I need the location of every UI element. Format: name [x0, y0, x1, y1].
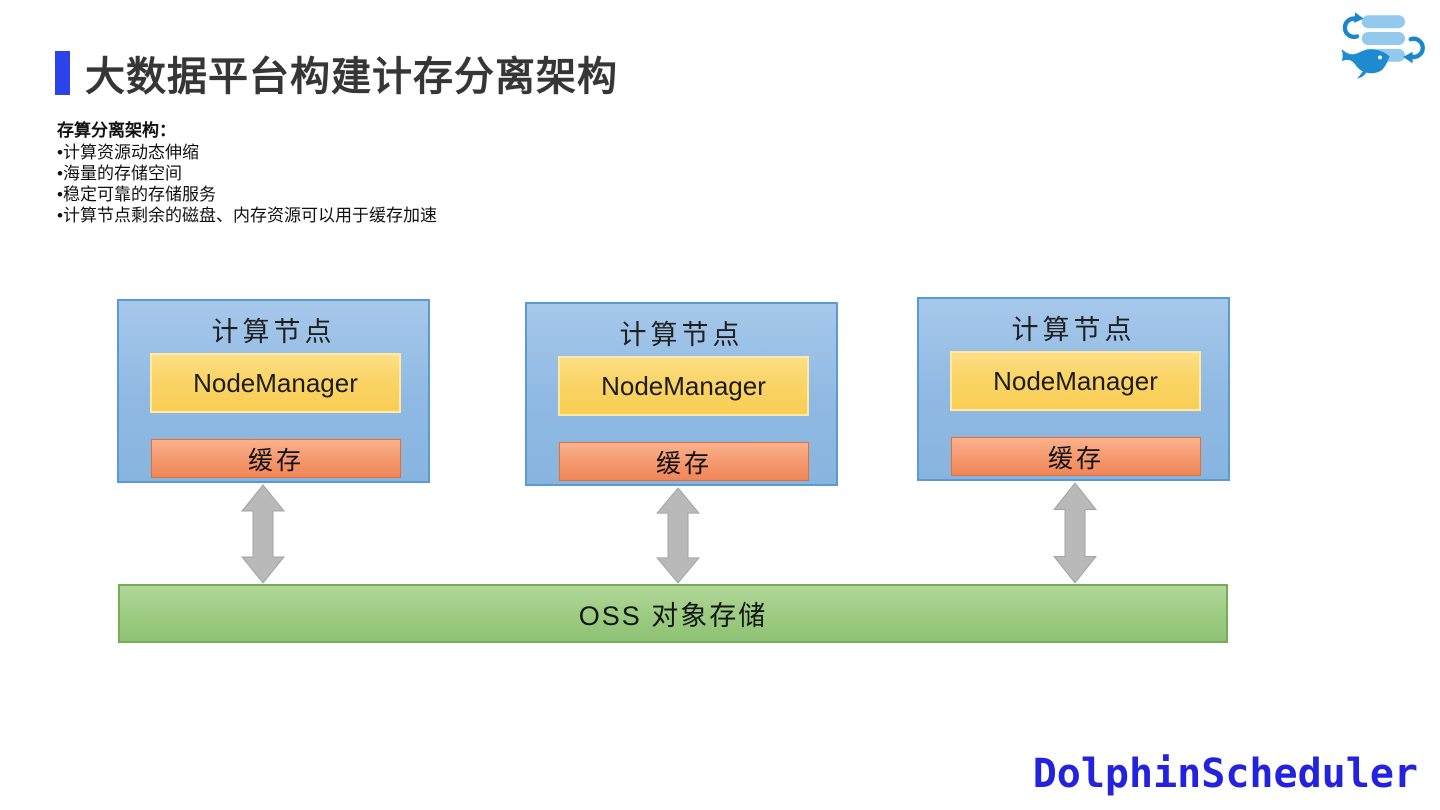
- slide-header: 大数据平台构建计存分离架构: [55, 44, 618, 102]
- note-bullet: •计算节点剩余的磁盘、内存资源可以用于缓存加速: [57, 206, 437, 225]
- cache-box: 缓存: [559, 442, 809, 481]
- compute-node-box-3: 计算节点 NodeManager 缓存: [917, 297, 1230, 481]
- note-bullet: •计算资源动态伸缩: [57, 143, 199, 162]
- compute-node-title: 计算节点: [1011, 315, 1136, 345]
- notes-heading: 存算分离架构：: [57, 121, 176, 140]
- page-title: 大数据平台构建计存分离架构: [85, 55, 618, 99]
- nodemanager-box: NodeManager: [950, 351, 1201, 411]
- note-bullet: •稳定可靠的存储服务: [57, 185, 216, 204]
- nodemanager-box: NodeManager: [558, 356, 809, 416]
- nodemanager-box: NodeManager: [150, 353, 401, 413]
- oss-storage-bar: OSS 对象存储: [118, 584, 1228, 643]
- dolphinscheduler-logo-icon: [1341, 12, 1425, 79]
- note-bullet: •海量的存储空间: [57, 164, 182, 183]
- double-arrow-icon: [241, 484, 285, 584]
- double-arrow-icon: [656, 487, 700, 584]
- compute-node-title: 计算节点: [619, 320, 744, 350]
- compute-node-box-1: 计算节点 NodeManager 缓存: [117, 299, 430, 483]
- double-arrow-icon: [1053, 482, 1097, 584]
- title-accent-bar: [55, 51, 70, 95]
- notes-block: 存算分离架构： •计算资源动态伸缩 •海量的存储空间 •稳定可靠的存储服务 •计…: [57, 120, 437, 226]
- dolphinscheduler-wordmark: DolphinScheduler: [1032, 751, 1418, 797]
- compute-node-box-2: 计算节点 NodeManager 缓存: [525, 302, 838, 486]
- compute-node-title: 计算节点: [211, 317, 336, 347]
- cache-box: 缓存: [951, 437, 1201, 476]
- cache-box: 缓存: [151, 439, 401, 478]
